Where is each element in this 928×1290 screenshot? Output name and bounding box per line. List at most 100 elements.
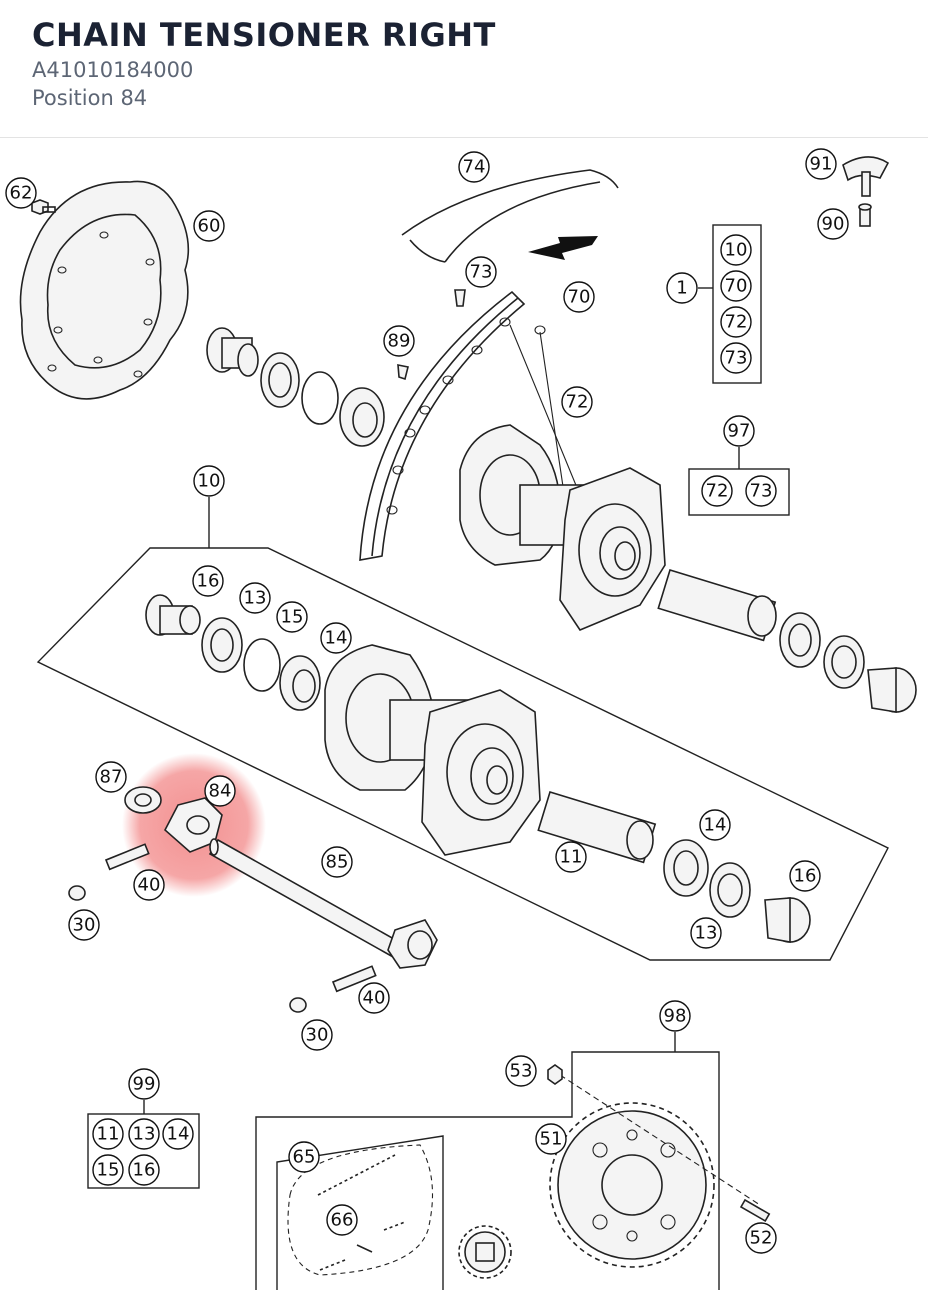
callout-52[interactable]: 52 [745,1222,777,1254]
callouts: 62 60 74 73 70 89 72 91 90 1 10 70 72 73… [5,148,849,1254]
position-label: Position 84 [32,86,148,110]
callout-30[interactable]: 30 [68,909,100,941]
callout-87[interactable]: 87 [95,761,127,793]
brake-disc [19,180,190,400]
callout-98[interactable]: 98 [659,1000,691,1032]
svg-text:1: 1 [676,278,687,299]
callout-91[interactable]: 91 [805,148,837,180]
callout-89[interactable]: 89 [383,325,415,357]
svg-text:74: 74 [463,157,486,178]
svg-text:72: 72 [725,312,748,333]
callout-13[interactable]: 13 [239,582,271,614]
callout-14-lower[interactable]: 14 [699,809,731,841]
callout-group99-14[interactable]: 14 [162,1118,194,1150]
upper-bearings [206,327,385,447]
callout-51[interactable]: 51 [535,1123,567,1155]
callout-16-lower[interactable]: 16 [789,860,821,892]
callout-65[interactable]: 65 [288,1141,320,1173]
callout-73[interactable]: 73 [465,256,497,288]
callout-15[interactable]: 15 [276,601,308,633]
chain-tensioner-right[interactable] [124,786,223,853]
page-title: CHAIN TENSIONER RIGHT [32,16,496,54]
callout-40-lower[interactable]: 40 [358,982,390,1014]
svg-text:13: 13 [244,588,267,609]
svg-text:30: 30 [73,915,96,936]
svg-text:73: 73 [725,348,748,369]
svg-text:11: 11 [97,1124,120,1145]
callout-group99-11[interactable]: 11 [92,1118,124,1150]
callout-group1-73[interactable]: 73 [720,342,752,374]
svg-text:85: 85 [326,852,349,873]
svg-text:16: 16 [133,1160,156,1181]
callout-16[interactable]: 16 [192,565,224,597]
svg-text:72: 72 [706,481,729,502]
callout-1[interactable]: 1 [666,272,698,304]
svg-text:87: 87 [100,767,123,788]
rim [359,289,581,561]
callout-72[interactable]: 72 [561,386,593,418]
callout-60[interactable]: 60 [193,210,225,242]
callout-group99-15[interactable]: 15 [92,1154,124,1186]
svg-text:65: 65 [293,1147,316,1168]
callout-62[interactable]: 62 [5,177,37,209]
callout-70[interactable]: 70 [563,281,595,313]
callout-group99-13[interactable]: 13 [128,1118,160,1150]
svg-text:14: 14 [167,1124,190,1145]
callout-53[interactable]: 53 [505,1055,537,1087]
svg-text:13: 13 [133,1124,156,1145]
callout-84[interactable]: 84 [204,775,236,807]
callout-99[interactable]: 99 [128,1068,160,1100]
rim-lock [842,156,890,227]
svg-text:10: 10 [725,240,748,261]
lower-hub [145,594,811,943]
svg-text:73: 73 [470,262,493,283]
svg-text:70: 70 [568,287,591,308]
svg-text:72: 72 [566,392,589,413]
callout-14[interactable]: 14 [320,622,352,654]
chain [287,1144,434,1276]
svg-text:53: 53 [510,1061,533,1082]
svg-text:30: 30 [306,1025,329,1046]
callout-11[interactable]: 11 [555,841,587,873]
svg-text:90: 90 [822,214,845,235]
callout-10[interactable]: 10 [193,465,225,497]
callout-85[interactable]: 85 [321,846,353,878]
svg-text:15: 15 [97,1160,120,1181]
sprockets [458,1064,771,1279]
svg-text:14: 14 [325,628,348,649]
callout-40[interactable]: 40 [133,869,165,901]
svg-text:15: 15 [281,607,304,628]
group-boxes [36,224,889,1290]
svg-text:89: 89 [388,331,411,352]
svg-text:11: 11 [560,847,583,868]
svg-text:70: 70 [725,276,748,297]
callout-group1-10[interactable]: 10 [720,234,752,266]
svg-text:40: 40 [363,988,386,1009]
svg-text:10: 10 [198,471,221,492]
svg-text:98: 98 [664,1006,687,1027]
svg-text:60: 60 [198,216,221,237]
svg-text:66: 66 [331,1210,354,1231]
callout-group99-16[interactable]: 16 [128,1154,160,1186]
tire [401,169,619,263]
callout-group1-70[interactable]: 70 [720,270,752,302]
callout-90[interactable]: 90 [817,208,849,240]
callout-30-lower[interactable]: 30 [301,1019,333,1051]
exploded-parts-diagram: 62 60 74 73 70 89 72 91 90 1 10 70 72 73… [5,148,917,1290]
callout-group97-72[interactable]: 72 [701,475,733,507]
svg-text:16: 16 [197,571,220,592]
svg-text:14: 14 [704,815,727,836]
svg-text:51: 51 [540,1129,563,1150]
part-number: A41010184000 [32,58,194,82]
callout-97[interactable]: 97 [723,415,755,447]
callout-13-lower[interactable]: 13 [690,917,722,949]
svg-text:91: 91 [810,154,833,175]
callout-group97-73[interactable]: 73 [745,475,777,507]
svg-text:97: 97 [728,421,751,442]
svg-text:84: 84 [209,781,232,802]
callout-74[interactable]: 74 [458,151,490,183]
callout-66[interactable]: 66 [326,1204,358,1236]
svg-text:13: 13 [695,923,718,944]
upper-hub [459,424,917,713]
callout-group1-72[interactable]: 72 [720,306,752,338]
